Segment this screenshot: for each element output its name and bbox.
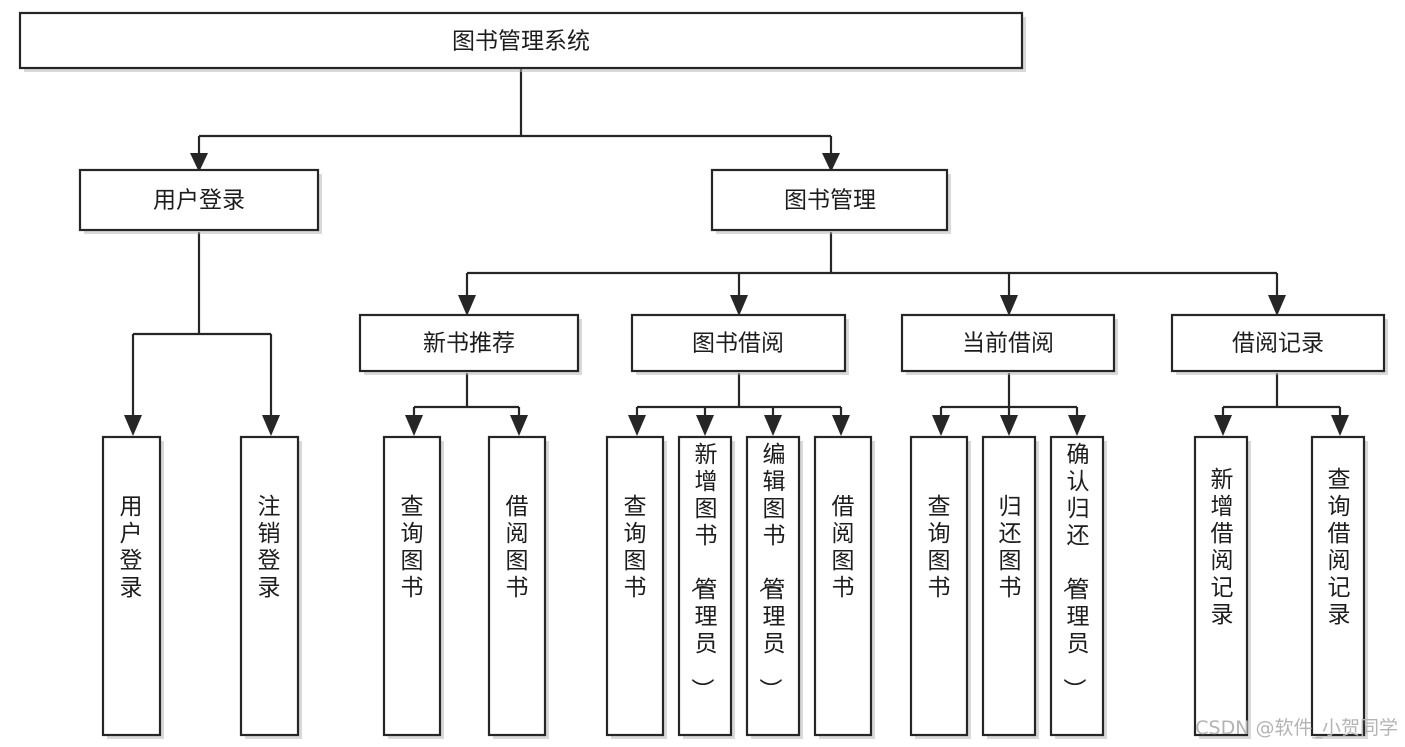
leaf-borrow-book-2-rect <box>813 435 873 737</box>
connector-new-book-recommend-trunk <box>412 373 521 420</box>
leaf-logout-login-label: 注销登录 <box>258 494 281 601</box>
leaf-borrow-book-1-rect <box>487 435 547 737</box>
node-leaf-user-login[interactable]: 用户登录 <box>101 435 164 739</box>
book-management-label: 图书管理 <box>784 188 876 214</box>
leaf-confirm-return-label: 确认归还（管理员） <box>1061 442 1090 701</box>
arrow-to-leaf-confirm-return <box>1068 415 1086 436</box>
arrow-to-current-borrow <box>1000 295 1018 316</box>
leaf-add-book-rect <box>677 435 733 737</box>
leaf-return-book-rect <box>981 435 1037 737</box>
leaf-borrow-book-1-label: 借阅图书 <box>506 494 529 601</box>
new-book-recommend-rect <box>358 313 580 373</box>
book-management-rect <box>710 168 949 232</box>
node-leaf-logout-login[interactable]: 注销登录 <box>239 435 302 739</box>
leaf-query-book-2-rect <box>605 435 665 737</box>
root-label: 图书管理系统 <box>452 29 590 55</box>
leaf-confirm-return-rect <box>1049 435 1105 737</box>
arrow-to-leaf-query-book-1 <box>405 415 423 436</box>
node-book-borrow[interactable]: 图书借阅 <box>630 313 849 375</box>
node-root-system[interactable]: 图书管理系统 <box>18 11 1026 72</box>
leaf-logout-login-rect <box>239 435 300 737</box>
node-borrow-record[interactable]: 借阅记录 <box>1170 313 1388 375</box>
node-user-login[interactable]: 用户登录 <box>78 168 322 234</box>
node-current-borrow[interactable]: 当前借阅 <box>900 313 1118 375</box>
user-login-label: 用户登录 <box>153 188 245 214</box>
arrow-to-leaf-query-book-3 <box>932 415 950 436</box>
borrow-record-label: 借阅记录 <box>1232 331 1324 357</box>
current-borrow-label: 当前借阅 <box>962 331 1054 357</box>
connector-user-login-trunk <box>131 232 273 420</box>
leaf-add-borrow-record-label: 新增借阅记录 <box>1211 467 1234 628</box>
node-leaf-edit-book[interactable]: 编辑图书（管理员） <box>745 435 803 739</box>
leaf-user-login-rect <box>101 435 162 737</box>
arrow-to-leaf-return-book <box>1000 415 1018 436</box>
node-new-book-recommend[interactable]: 新书推荐 <box>358 313 582 375</box>
arrow-to-book-management <box>822 153 840 172</box>
node-leaf-borrow-book-2[interactable]: 借阅图书 <box>813 435 875 739</box>
leaf-borrow-book-2-label: 借阅图书 <box>832 494 855 601</box>
node-leaf-query-book-1[interactable]: 查询图书 <box>382 435 444 739</box>
node-leaf-query-book-3[interactable]: 查询图书 <box>909 435 971 739</box>
new-book-recommend-label: 新书推荐 <box>423 331 515 357</box>
watermark-label: CSDN @软件_小贺同学 <box>1195 717 1398 739</box>
borrow-record-rect <box>1170 313 1386 373</box>
node-leaf-query-book-2[interactable]: 查询图书 <box>605 435 667 739</box>
node-leaf-query-borrow-record[interactable]: 查询借阅记录 <box>1310 435 1368 739</box>
leaf-edit-book-rect <box>745 435 801 737</box>
arrow-to-borrow-record <box>1268 295 1286 316</box>
leaf-query-book-1-label: 查询图书 <box>401 494 424 601</box>
connector-root-trunk <box>197 68 833 158</box>
connector-borrow-record-trunk <box>1221 373 1342 420</box>
arrow-to-new-book-recommend <box>458 295 476 316</box>
arrow-to-leaf-add-borrow-record <box>1214 415 1232 436</box>
node-leaf-borrow-book-1[interactable]: 借阅图书 <box>487 435 549 739</box>
arrow-to-leaf-user-login <box>124 415 142 436</box>
node-leaf-add-book[interactable]: 新增图书（管理员） <box>677 435 735 739</box>
arrow-to-leaf-query-borrow-record <box>1331 415 1349 436</box>
leaf-return-book-label: 归还图书 <box>999 494 1022 601</box>
root-rect <box>18 11 1024 70</box>
arrow-to-leaf-logout-login <box>262 415 280 436</box>
current-borrow-rect <box>900 313 1116 373</box>
leaf-query-book-3-label: 查询图书 <box>928 494 951 601</box>
arrow-to-leaf-borrow-book-1 <box>510 415 528 436</box>
book-borrow-rect <box>630 313 847 373</box>
arrow-to-leaf-borrow-book-2 <box>832 415 850 436</box>
connector-book-management-trunk <box>465 232 1279 300</box>
leaf-query-borrow-record-label: 查询借阅记录 <box>1328 467 1351 628</box>
arrow-to-leaf-query-book-2 <box>628 415 646 436</box>
arrow-to-leaf-edit-book <box>764 415 782 436</box>
book-borrow-label: 图书借阅 <box>692 331 784 357</box>
node-leaf-add-borrow-record[interactable]: 新增借阅记录 <box>1193 435 1251 739</box>
arrow-to-book-borrow <box>730 295 748 316</box>
leaf-user-login-label: 用户登录 <box>120 494 143 601</box>
arrow-to-user-login <box>190 153 208 172</box>
leaf-edit-book-label: 编辑图书（管理员） <box>757 442 786 701</box>
leaf-query-book-2-label: 查询图书 <box>624 494 647 601</box>
user-login-rect <box>78 168 320 232</box>
connector-book-borrow-trunk <box>635 373 843 420</box>
node-book-management[interactable]: 图书管理 <box>710 168 951 234</box>
leaf-add-borrow-record-rect <box>1193 435 1249 737</box>
connector-current-borrow-trunk <box>939 373 1079 420</box>
connector-layer <box>124 68 1349 436</box>
leaf-add-book-label: 新增图书（管理员） <box>689 442 718 701</box>
leaf-query-borrow-record-rect <box>1310 435 1366 737</box>
node-leaf-return-book[interactable]: 归还图书 <box>981 435 1039 739</box>
leaf-query-book-1-rect <box>382 435 442 737</box>
arrow-to-leaf-add-book <box>696 415 714 436</box>
node-leaf-confirm-return[interactable]: 确认归还（管理员） <box>1049 435 1107 739</box>
leaf-query-book-3-rect <box>909 435 969 737</box>
